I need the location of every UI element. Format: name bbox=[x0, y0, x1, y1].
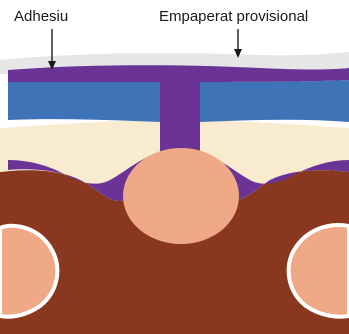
adhesion-label: Adhesiu bbox=[14, 8, 68, 25]
blue-layer-right bbox=[200, 80, 349, 122]
central-peach-ball bbox=[123, 148, 239, 244]
temporary-filling-arrow bbox=[234, 29, 242, 58]
blue-layer-left bbox=[8, 82, 160, 122]
temporary-filling-label: Empaperat provisional bbox=[159, 8, 308, 25]
